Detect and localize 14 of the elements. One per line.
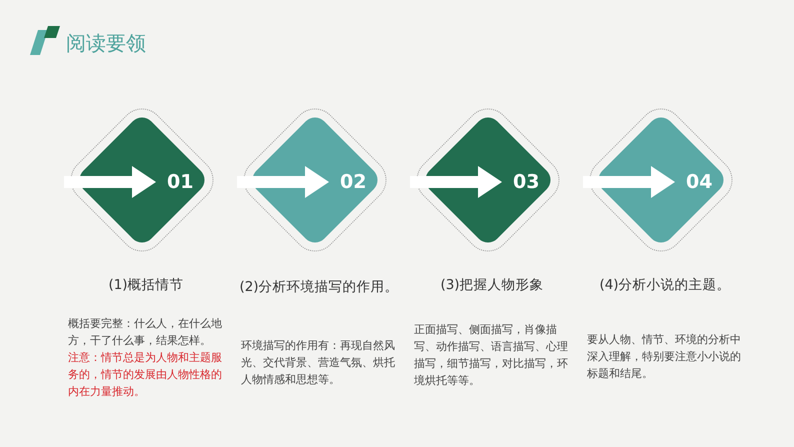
step-heading: (2)分析环境描写的作用。 [238,278,400,296]
step-number: 01 [167,171,194,193]
description-text: 概括要完整：什么人，在什么地方，干了什么事，结果怎样。 [68,316,223,349]
description-text: 要从人物、情节、环境的分析中深入理解，特别要注意小小说的标题和结尾。 [587,332,742,382]
description-text: 正面描写、侧面描写，肖像描写、动作描写、语言描写、心理描写，细节描写，对比描写，环境烘托等等。 [414,322,569,389]
step-heading: (3)把握人物形象 [439,276,545,294]
step-heading: (1)概括情节 [107,276,185,294]
note-text: 注意：情节总是为人物和主题服务的，情节的发展由人物性格的内在力量推动。 [68,350,223,400]
page-title: 阅读要领 [66,30,146,57]
step-number: 02 [340,171,366,193]
step-heading: (4)分析小说的主题。 [598,276,732,294]
step-number: 03 [513,171,540,193]
description-text: 环境描写的作用有：再现自然风光、交代背景、营造气氛、烘托人物情感和思想等。 [241,338,396,388]
step-number: 04 [686,171,712,193]
